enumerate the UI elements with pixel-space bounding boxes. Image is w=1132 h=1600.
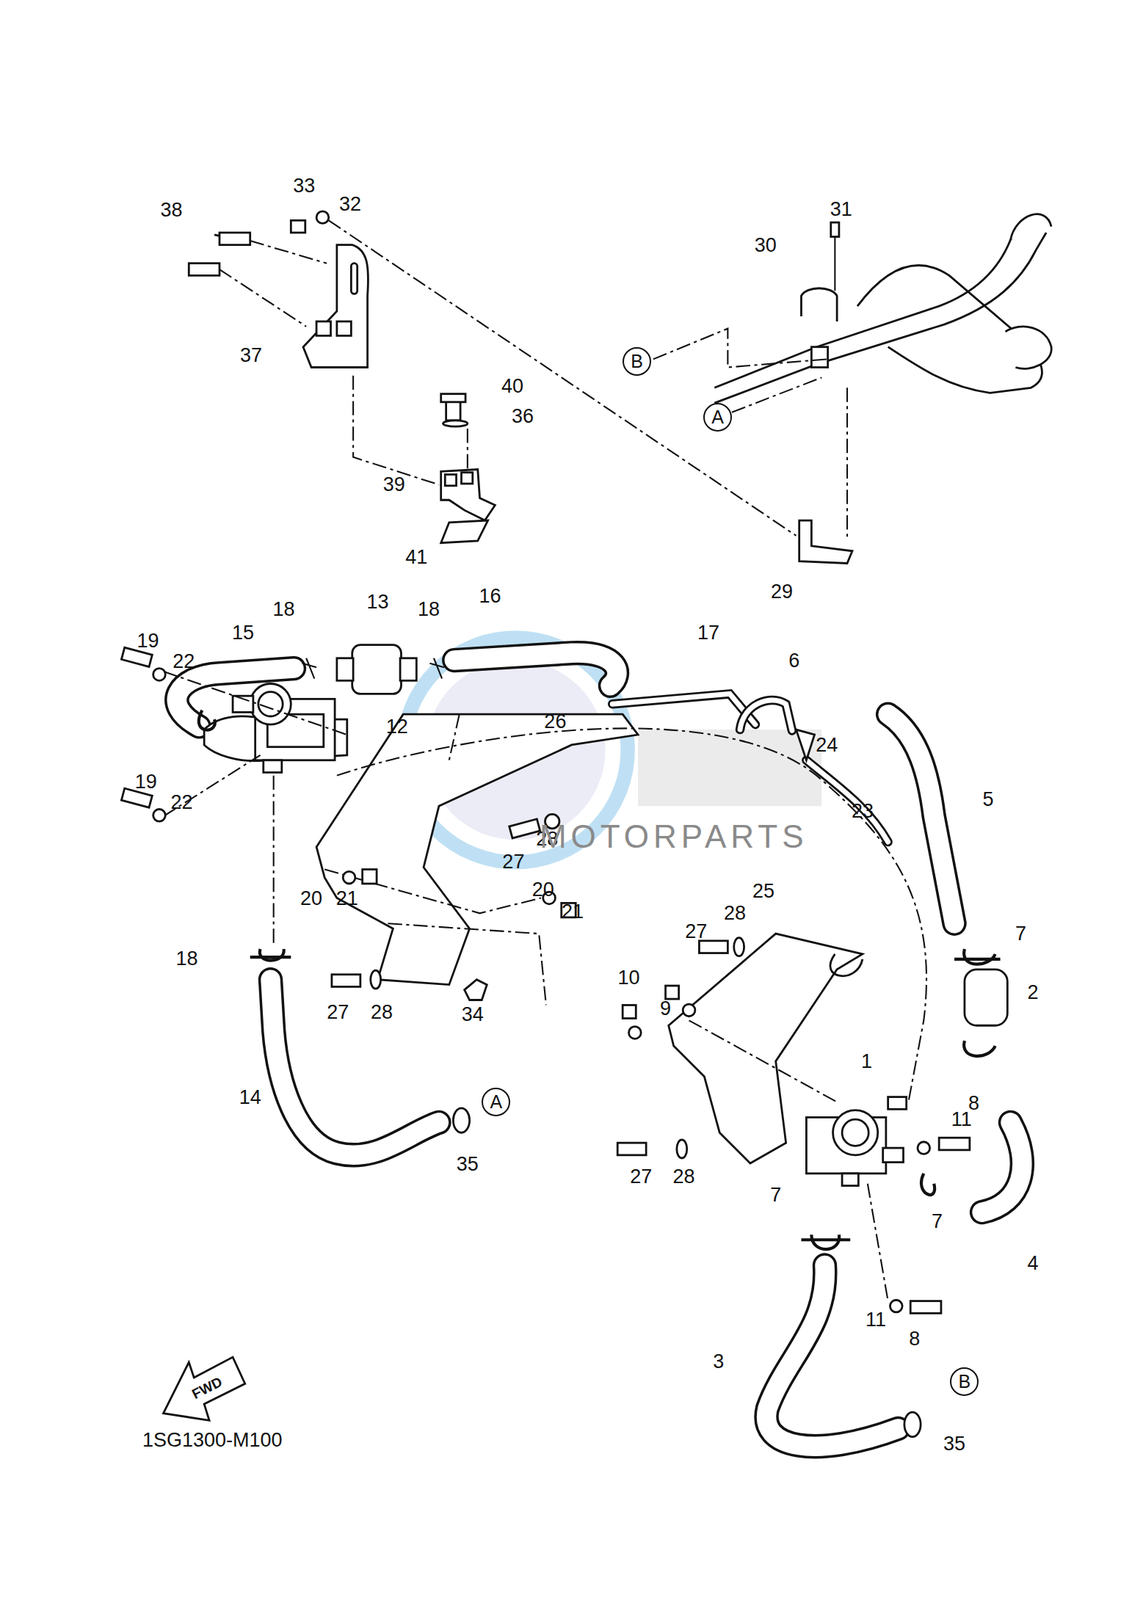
callout-number: 19 (137, 631, 160, 652)
callout-number: 27 (629, 1167, 652, 1188)
callout-number: 8 (968, 1093, 980, 1114)
connection-marker: A (481, 1087, 511, 1117)
callout-number: 35 (943, 1434, 966, 1455)
callout-number: 31 (830, 199, 853, 220)
callout-number: 22 (172, 651, 195, 672)
callout-number: 36 (511, 406, 534, 427)
callout-number: 28 (673, 1167, 696, 1188)
callout-number: 38 (160, 200, 183, 221)
marker-letter: A (711, 408, 724, 427)
connection-marker: A (703, 403, 732, 432)
callout-number: 16 (478, 586, 501, 607)
bracket-39 (441, 469, 496, 522)
marker-letter: B (630, 352, 644, 371)
callout-number: 27 (684, 922, 707, 942)
callout-number: 6 (788, 650, 800, 671)
callout-number: 18 (273, 599, 296, 620)
callout-number: 3 (712, 1351, 724, 1372)
callout-number: 12 (386, 716, 409, 737)
callout-number: 18 (417, 599, 440, 620)
bracket-29 (799, 520, 853, 564)
callout-number: 1 (861, 1051, 873, 1072)
callout-number: 18 (175, 948, 198, 969)
callout-number: 22 (170, 792, 193, 812)
callout-number: 20 (532, 880, 555, 901)
marker-letter: A (489, 1093, 503, 1112)
callout-number: 23 (851, 801, 874, 822)
fwd-arrow (163, 1357, 246, 1421)
callout-number: 14 (239, 1087, 262, 1108)
marker-letter: B (958, 1372, 972, 1392)
callout-number: 34 (461, 1004, 484, 1025)
callout-number: 33 (292, 176, 315, 197)
callout-number: 15 (231, 623, 255, 644)
callout-number: 27 (326, 1002, 349, 1023)
callout-number: 37 (240, 345, 263, 365)
callout-number: 2 (1027, 982, 1039, 1003)
callout-number: 7 (770, 1185, 782, 1206)
filter-2 (964, 969, 1008, 1026)
watermark-text: MOTORPARTS (539, 820, 809, 854)
callout-number: 4 (1027, 1253, 1039, 1274)
callout-number: 28 (370, 1002, 393, 1023)
callout-number: 13 (366, 592, 389, 613)
callout-number: 35 (456, 1154, 479, 1175)
callout-number: 25 (752, 880, 775, 901)
diagram-code: 1SG1300-M100 (142, 1430, 283, 1450)
bracket-37 (303, 245, 368, 368)
callout-number: 30 (754, 234, 777, 255)
callout-number: 40 (501, 375, 524, 396)
callout-number: 29 (770, 582, 793, 602)
callout-number: 28 (723, 903, 746, 924)
callout-number: 20 (300, 888, 323, 909)
callout-number: 5 (982, 789, 994, 809)
callout-number: 8 (908, 1329, 920, 1350)
exhaust-pipe (714, 214, 1052, 404)
callout-number: 39 (383, 474, 406, 495)
connection-marker: B (949, 1367, 979, 1397)
filter-13 (352, 645, 402, 695)
callout-number: 27 (502, 851, 525, 872)
callout-number: 17 (697, 623, 720, 644)
callout-number: 21 (336, 888, 359, 909)
callout-number: 32 (339, 194, 362, 215)
connection-marker: B (622, 347, 652, 376)
callout-number: 24 (815, 735, 838, 756)
callout-number: 7 (931, 1212, 943, 1232)
callout-number: 9 (659, 998, 671, 1019)
callout-number: 26 (543, 712, 566, 732)
reed-valve-1 (806, 1097, 906, 1187)
callout-number: 21 (561, 901, 584, 922)
callout-number: 7 (1015, 924, 1027, 945)
callout-number: 10 (617, 968, 640, 989)
callout-number: 19 (135, 772, 158, 793)
callout-number: 11 (865, 1309, 887, 1330)
callout-number: 41 (405, 547, 428, 568)
